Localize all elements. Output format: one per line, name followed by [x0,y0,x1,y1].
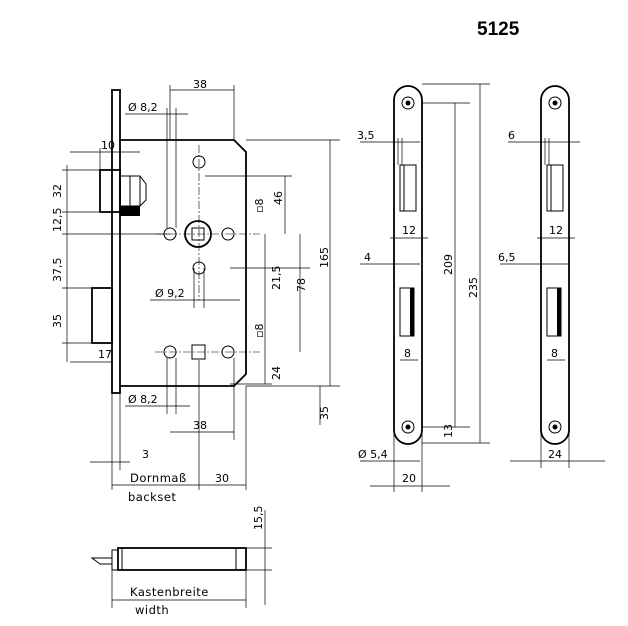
dim-24-mid: 24 [270,366,283,380]
dim-35-right: 35 [318,406,331,420]
dim-35-left: 35 [51,314,64,328]
dim-12-5: 12,5 [51,208,64,233]
lock-side-view [90,510,272,608]
faceplate1-dim-3-5: 3,5 [357,129,375,142]
dim-37-5: 37,5 [51,258,64,283]
dim-21-5: 21,5 [270,266,283,291]
faceplate2-dim-8: 8 [551,347,558,360]
dim-sq-8-top: ▫8 [253,199,266,213]
faceplate1-dim-4: 4 [364,251,371,264]
dim-165: 165 [318,247,331,268]
label-width: width [135,603,169,617]
faceplate2-dim-24: 24 [548,448,562,461]
dim-3: 3 [142,448,149,461]
faceplate1-dim-20: 20 [402,472,416,485]
label-backset: backset [128,490,176,504]
dim-78: 78 [295,278,308,292]
main-body-dimensions [62,85,340,490]
faceplate-dim-235: 235 [467,277,480,298]
dim-32: 32 [51,184,64,198]
faceplate2-dim-6: 6 [508,129,515,142]
faceplate1-dim-8: 8 [404,347,411,360]
faceplate1-dim-12: 12 [402,224,416,237]
model-number: 5125 [477,19,520,40]
label-dornmass: Dornmaß [130,471,187,485]
dim-sq-8-bottom: ▫8 [253,324,266,338]
dim-top-38: 38 [193,78,207,91]
dim-bottom-38: 38 [193,419,207,432]
dim-diameter-9-2: Ø 9,2 [155,287,185,300]
dim-17: 17 [98,348,112,361]
dim-15-5: 15,5 [252,506,265,531]
label-kastenbreite: Kastenbreite [130,585,209,599]
faceplate-dim-209: 209 [442,254,455,275]
faceplate2-dim-6-5: 6,5 [498,251,516,264]
dim-diameter-8-2-bottom: Ø 8,2 [128,393,158,406]
faceplate-dim-13: 13 [442,424,455,438]
dim-10: 10 [101,139,115,152]
dim-30: 30 [215,472,229,485]
faceplate-round-view [360,83,490,492]
faceplate-dim-diameter-5-4: Ø 5,4 [358,448,388,461]
dim-diameter-8-2-top: Ø 8,2 [128,101,158,114]
faceplate-square-view [500,85,605,468]
dim-46: 46 [272,191,285,205]
lock-body-view [91,89,260,394]
faceplate2-dim-12: 12 [549,224,563,237]
